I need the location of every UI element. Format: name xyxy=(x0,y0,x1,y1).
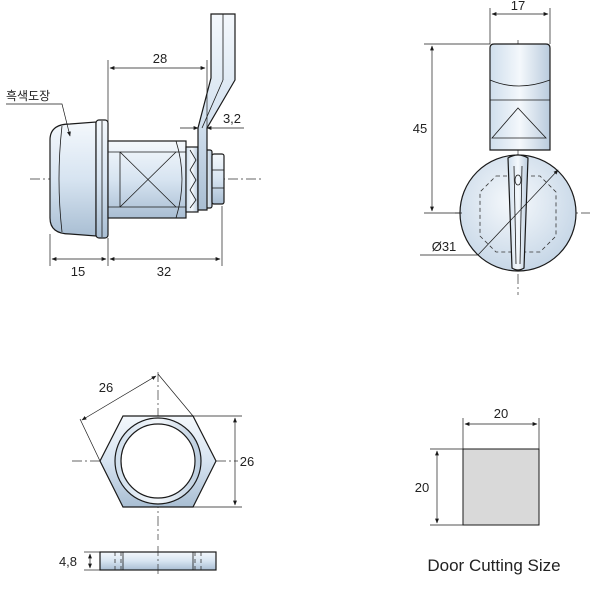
threaded-end xyxy=(185,146,199,213)
dim-line-diameter xyxy=(477,169,559,256)
dim-cut-width: 20 xyxy=(494,406,508,421)
dim-height: 45 xyxy=(413,121,427,136)
dim-cut-height: 20 xyxy=(415,480,429,495)
octagon-hidden xyxy=(479,175,557,253)
front-handle xyxy=(489,43,551,151)
dim-handle-offset: 28 xyxy=(153,51,167,66)
nut-bore xyxy=(120,423,196,499)
dim-line-nut-corners xyxy=(81,375,157,421)
dim-diameter: Ø31 xyxy=(432,239,457,254)
cutout-caption: Door Cutting Size xyxy=(427,556,560,575)
dim-head-length: 15 xyxy=(71,264,85,279)
dim-across-flats: 26 xyxy=(240,454,254,469)
dim-nut-thickness: 4,8 xyxy=(59,554,77,569)
finish-leader xyxy=(6,103,71,137)
dim-body-length: 32 xyxy=(157,264,171,279)
nut-view: 26 26 4,8 xyxy=(59,372,254,576)
front-view: 17 45 Ø31 xyxy=(413,0,590,295)
lock-body xyxy=(107,140,187,219)
knob-head xyxy=(49,121,97,237)
dim-handle-width: 17 xyxy=(511,0,525,13)
finish-note: 흑색도장 xyxy=(6,89,50,103)
cutout-view: 20 20 Door Cutting Size xyxy=(415,406,561,575)
side-view: 28 3,2 15 32 흑색도장 xyxy=(6,13,262,279)
end-cap xyxy=(211,153,225,205)
cutout-square xyxy=(462,448,540,526)
dim-handle-thickness: 3,2 xyxy=(223,111,241,126)
dim-across-corners: 26 xyxy=(99,380,113,395)
